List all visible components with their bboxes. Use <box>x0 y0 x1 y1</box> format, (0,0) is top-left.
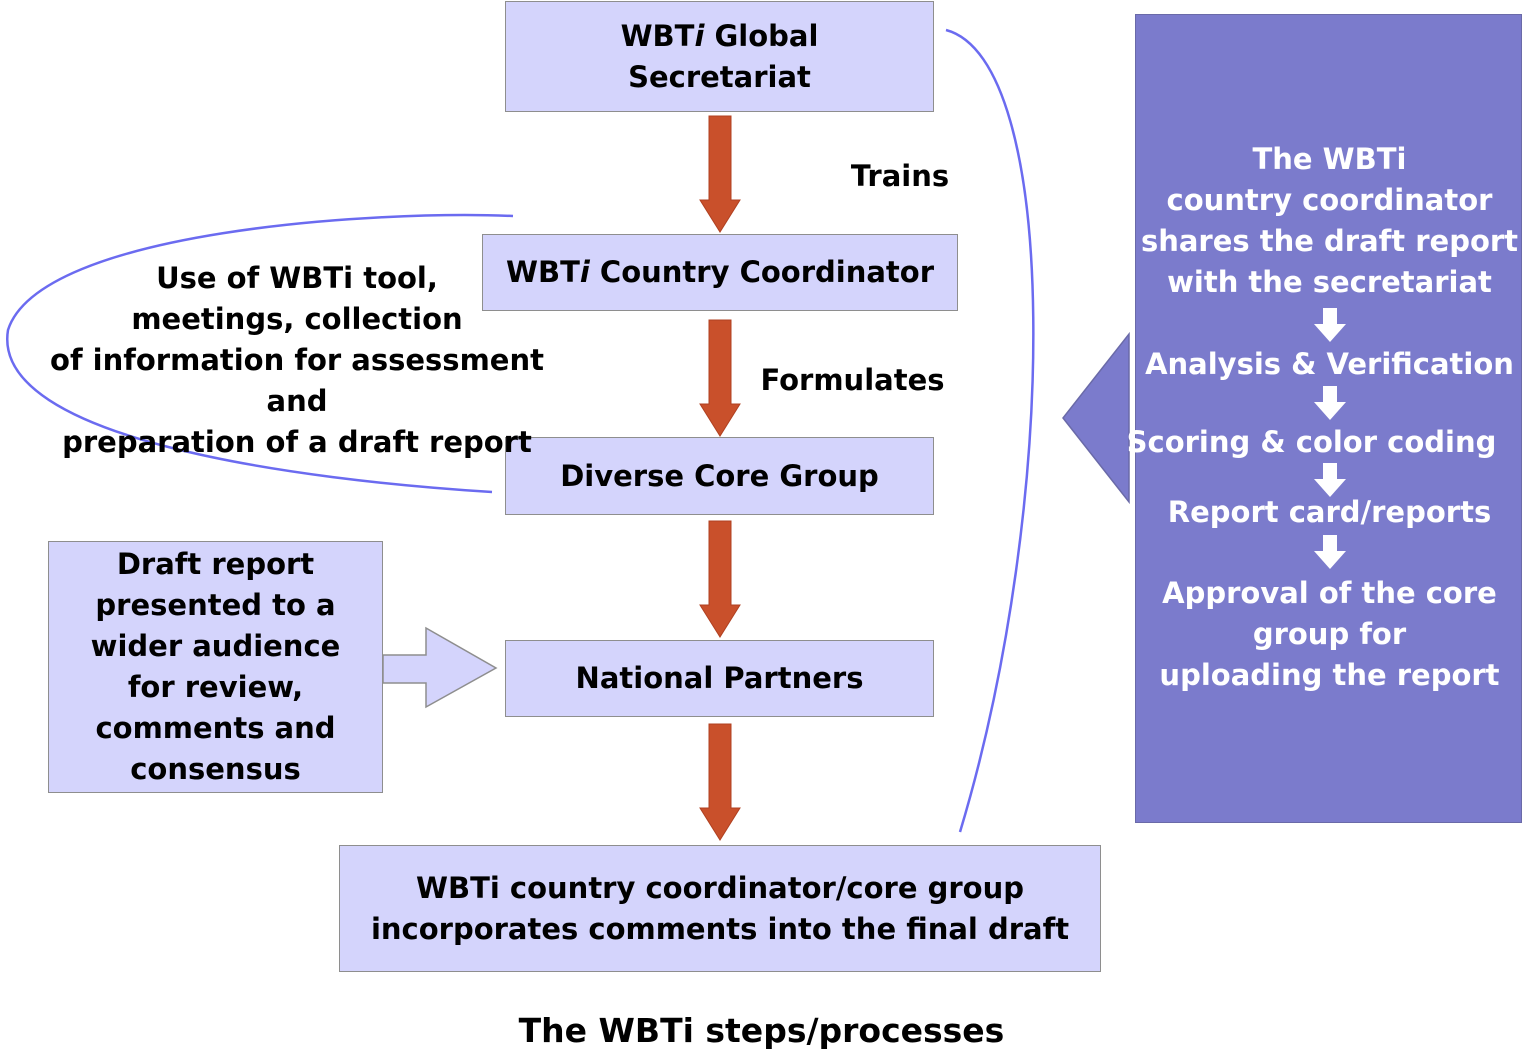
arrow-partners-to-final <box>699 723 741 841</box>
label-formulates: Formulates <box>760 363 945 397</box>
node-country-coordinator: WBTi Country Coordinator <box>482 234 958 311</box>
arrow-core-group-to-partners <box>699 520 741 638</box>
panel-pointer <box>1062 331 1130 505</box>
label-trains: Trains <box>850 159 950 193</box>
panel-step-scoring: Scoring & color coding <box>1126 425 1497 459</box>
arrow-secretariat-to-coordinator <box>699 115 741 233</box>
feedback-curve <box>945 28 1035 833</box>
arrow-coordinator-to-core-group <box>699 319 741 437</box>
panel-arrow-1 <box>1314 308 1346 342</box>
panel-arrow-2 <box>1314 386 1346 420</box>
label-loop-note: Use of WBTi tool, meetings, collection o… <box>50 261 544 459</box>
panel-arrow-3 <box>1314 463 1346 497</box>
panel-intro: The WBTi country coordinator shares the … <box>1140 142 1519 299</box>
node-global-secretariat: WBTi Global Secretariat <box>505 1 934 112</box>
flow-arrows <box>699 115 741 841</box>
side-panel: The WBTi country coordinator shares the … <box>1127 14 1522 823</box>
panel-step-report-card: Report card/reports <box>1167 495 1492 529</box>
node-final-draft: WBTi country coordinator/core group inco… <box>339 845 1101 972</box>
node-draft-report: Draft report presented to a wider audien… <box>48 541 383 793</box>
diagram-caption: The WBTi steps/processes <box>518 1011 1005 1050</box>
node-national-partners: National Partners <box>505 640 934 717</box>
panel-arrow-4 <box>1314 535 1346 569</box>
node-core-group: Diverse Core Group <box>505 437 934 515</box>
panel-last-step: Approval of the core group for uploading… <box>1159 576 1500 692</box>
arrow-draft-to-partners <box>382 626 498 709</box>
panel-step-analysis: Analysis & Verification <box>1145 347 1514 381</box>
loop-curve <box>6 213 514 494</box>
